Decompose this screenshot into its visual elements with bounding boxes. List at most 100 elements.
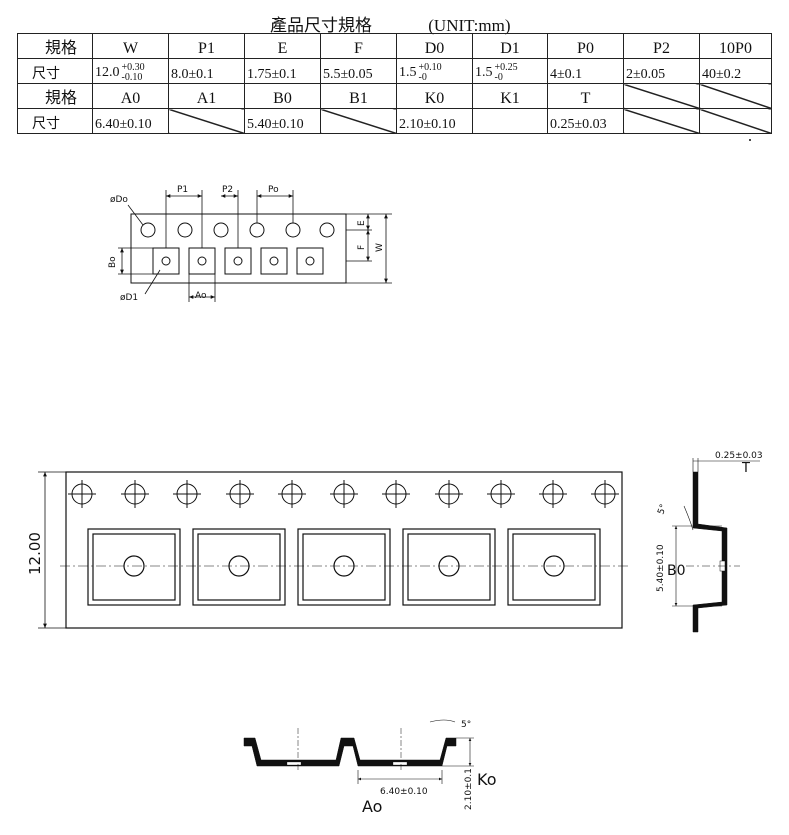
spec-cell: 1.75±0.1 [244, 58, 321, 84]
p1-label: P1 [177, 185, 188, 195]
empty-cell [623, 108, 700, 134]
spec-cell: 10P0 [699, 33, 772, 59]
large-width-dimension [38, 471, 66, 629]
small-drawing-labels: øDo øD1 P1 P2 Po Ao Bo E F W [108, 185, 385, 303]
tolerance-minus: -0 [494, 72, 503, 83]
spec-title-text: 產品尺寸規格 [270, 16, 372, 35]
spec-cell: A1 [168, 83, 245, 109]
a0-value: 6.40±0.10 [380, 787, 428, 797]
tolerance-plus: +0.25 [494, 62, 518, 73]
p2-label: P2 [222, 185, 233, 195]
spec-cell: 5.5±0.05 [320, 58, 397, 84]
sprocket-hole [249, 222, 265, 238]
spec-cell: D1 [472, 33, 548, 59]
side-view [672, 458, 760, 633]
small-tape-outline [130, 213, 347, 284]
tolerance-plus: +0.30 [121, 62, 145, 73]
b0-label: B0 [667, 563, 686, 579]
b0-value: 5.40±0.10 [656, 544, 666, 592]
spec-cell: K0 [396, 83, 473, 109]
spec-table: 規格 W P1 E F D0 D1 P0 P2 10P0 尺寸 12.0+0.3… [17, 33, 772, 134]
k0-value: 2.10±0.1 [464, 768, 474, 810]
large-pockets [87, 528, 601, 606]
w-label: W [375, 243, 385, 252]
empty-cell [699, 108, 772, 134]
row-header: 規格 [17, 33, 93, 59]
value-base: 12.0 [95, 65, 120, 81]
t-label: T [741, 461, 750, 476]
p0-label: Po [268, 185, 279, 195]
spec-cell: 1.5+0.25-0 [472, 58, 548, 84]
large-tape-outline [65, 471, 623, 629]
spec-cell: B0 [244, 83, 321, 109]
spec-cell: 2±0.05 [623, 58, 700, 84]
pocket-hole [305, 256, 315, 266]
pocket [224, 247, 252, 275]
width-dim-label: 12.00 [26, 532, 44, 575]
a0-label: Ao [362, 797, 382, 816]
spec-cell: 4±0.1 [547, 58, 624, 84]
side-angle: 5° [656, 503, 669, 516]
pocket-hole [197, 256, 207, 266]
spec-cell: F [320, 33, 397, 59]
unit-label: (UNIT:mm) [428, 16, 511, 35]
empty-cell [168, 108, 245, 134]
tolerance-minus: -0 [418, 72, 427, 83]
pocket [296, 247, 324, 275]
k0-label: Ko [477, 770, 496, 789]
pocket [152, 247, 180, 275]
small-dimension-lines [118, 190, 392, 302]
spec-title: 產品尺寸規格 (UNIT:mm) [270, 11, 511, 36]
section-view-labels: 5° 6.40±0.10 Ao 2.10±0.1 Ko [362, 720, 496, 816]
small-pockets [152, 247, 324, 275]
spec-cell: 8.0±0.1 [168, 58, 245, 84]
spec-cell: 5.40±0.10 [244, 108, 321, 134]
sprocket-hole [213, 222, 229, 238]
d0-label: øDo [110, 195, 128, 205]
spec-row-3: 規格 A0 A1 B0 B1 K0 K1 T [17, 83, 772, 109]
sprocket-hole [285, 222, 301, 238]
tolerance: +0.10-0 [419, 63, 442, 83]
spec-cell: 12.0+0.30-0.10 [92, 58, 169, 84]
value-base: 1.5 [475, 65, 493, 81]
sprocket-hole [319, 222, 335, 238]
spec-cell: K1 [472, 83, 548, 109]
spec-cell: 6.40±0.10 [92, 108, 169, 134]
empty-cell [320, 108, 397, 134]
pocket-hole [233, 256, 243, 266]
side-view-labels: 0.25±0.03 T 5° 5.40±0.10 B0 [656, 451, 763, 592]
large-sprocket-holes [68, 480, 619, 508]
tolerance: +0.25-0 [495, 63, 518, 83]
b0-label: Bo [108, 256, 118, 268]
tolerance-plus: +0.10 [418, 62, 442, 73]
section-angle: 5° [461, 720, 471, 730]
spec-cell: D0 [396, 33, 473, 59]
pocket [188, 247, 216, 275]
row-header: 尺寸 [17, 108, 93, 134]
sprocket-hole [177, 222, 193, 238]
tolerance: +0.30-0.10 [122, 63, 145, 83]
spec-cell: 2.10±0.10 [396, 108, 473, 134]
value-base: 1.5 [399, 65, 417, 81]
spec-cell: P0 [547, 33, 624, 59]
a0-label: Ao [195, 291, 207, 301]
tolerance-minus: -0.10 [121, 72, 143, 83]
f-label: F [357, 245, 367, 250]
speck [749, 139, 751, 141]
empty-cell [699, 83, 772, 109]
d1-label: øD1 [120, 293, 138, 303]
sprocket-hole [140, 222, 156, 238]
spec-row-4: 尺寸 6.40±0.10 5.40±0.10 2.10±0.10 0.25±0.… [17, 108, 772, 134]
side-profile [692, 471, 728, 633]
small-tape-drawing [118, 190, 392, 302]
spec-row-2: 尺寸 12.0+0.30-0.10 8.0±0.1 1.75±0.1 5.5±0… [17, 58, 772, 84]
small-sprocket-holes [140, 222, 335, 238]
spec-row-1: 規格 W P1 E F D0 D1 P0 P2 10P0 [17, 33, 772, 59]
pocket-hole [161, 256, 171, 266]
large-tape-drawing [38, 471, 628, 629]
e-label: E [357, 220, 367, 226]
spec-cell: 0.25±0.03 [547, 108, 624, 134]
section-profile [243, 737, 457, 767]
section-view [243, 719, 474, 784]
